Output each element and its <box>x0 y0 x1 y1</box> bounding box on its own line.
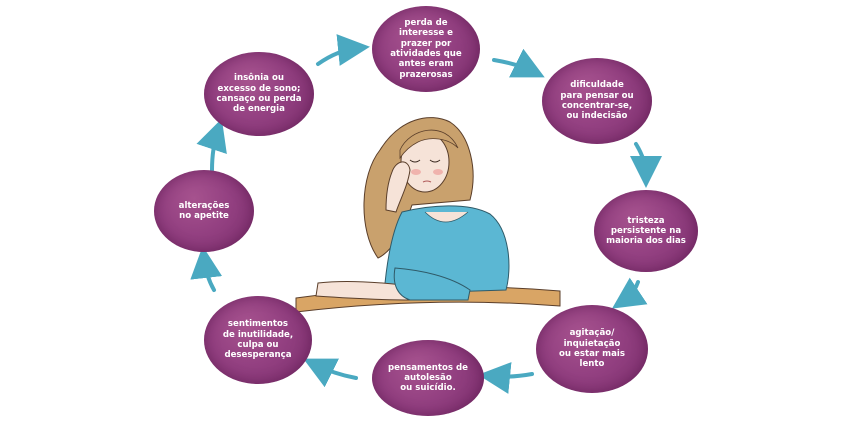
symptom-worthlessness: sentimentos de inutilidade, culpa ou des… <box>204 296 312 384</box>
curved-arrow-icon <box>303 358 358 388</box>
symptom-text: insônia ou excesso de sono; cansaço ou p… <box>216 73 302 115</box>
symptom-text: pensamentos de autolesão ou suicídio. <box>387 362 468 394</box>
symptom-loss-of-interest: perda de interesse e prazer por atividad… <box>372 6 480 92</box>
symptom-persistent-sadness: tristeza persistente na maioria dos dias <box>594 190 698 272</box>
symptom-appetite-changes: alterações no apetite <box>154 170 254 252</box>
curved-arrow-icon <box>612 277 648 309</box>
symptom-text: perda de interesse e prazer por atividad… <box>390 18 462 80</box>
symptom-text: tristeza persistente na maioria dos dias <box>606 215 686 247</box>
curved-arrow-icon <box>492 48 545 78</box>
symptom-difficulty-concentrating: dificuldade para pensar ou concentrar-se… <box>542 58 652 144</box>
curved-arrow-icon <box>196 118 227 172</box>
symptom-text: agitação/ inquietação ou estar mais lent… <box>559 328 625 370</box>
curved-arrow-icon <box>478 362 534 394</box>
symptom-text: dificuldade para pensar ou concentrar-se… <box>560 80 634 122</box>
symptom-sleep-energy: insônia ou excesso de sono; cansaço ou p… <box>204 52 314 136</box>
raised-hand <box>385 161 411 213</box>
symptom-self-harm-thoughts: pensamentos de autolesão ou suicídio. <box>372 340 484 416</box>
symptom-agitation: agitação/ inquietação ou estar mais lent… <box>536 305 648 393</box>
symptom-text: sentimentos de inutilidade, culpa ou des… <box>222 319 294 361</box>
curved-arrow-icon <box>190 246 223 292</box>
curved-arrow-icon <box>316 34 370 66</box>
curved-arrow-icon <box>629 142 662 188</box>
symptom-text: alterações no apetite <box>178 200 230 221</box>
